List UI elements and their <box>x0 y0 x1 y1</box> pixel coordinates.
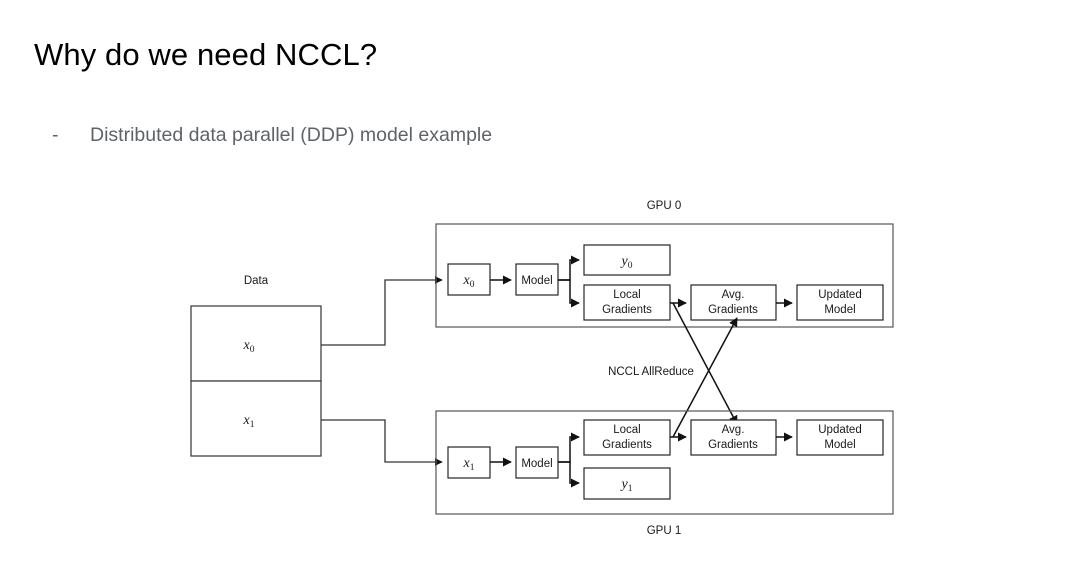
gpu0-avg-gradients-box <box>690 284 777 321</box>
connector-data-to-gpu1 <box>321 419 443 466</box>
connector-data-to-gpu0 <box>321 276 443 346</box>
gpu1-input-box <box>447 446 491 479</box>
gpu1-local-gradients-line2: Gradients <box>602 439 652 451</box>
gpu1-avg-gradients-line2: Gradients <box>708 439 758 451</box>
gpu0-updated-model-box <box>796 284 884 321</box>
gpu0-local-gradients-line2: Gradients <box>602 304 652 316</box>
data-cell-x1 <box>190 380 322 457</box>
gpu1-model-box <box>515 446 559 479</box>
page-title: Why do we need NCCL? <box>34 37 378 72</box>
data-cell-x0 <box>190 305 322 382</box>
gpu1-updated-model-box <box>796 419 884 456</box>
data-cell-x0-label: x0 <box>243 338 255 355</box>
gpu1-output-box <box>583 467 671 500</box>
gpu0-updated-model-line1: Updated <box>818 289 861 301</box>
gpu1-input-label: x1 <box>463 456 475 473</box>
data-source-label: Data <box>244 275 269 287</box>
gpu1-avg-gradients-box <box>690 419 777 456</box>
gpu0-model-box <box>515 263 559 296</box>
gpu0-input-label: x0 <box>463 273 475 290</box>
gpu0-panel <box>435 223 894 328</box>
gpu1-updated-model-line1: Updated <box>818 424 861 436</box>
gpu1-avg-gradients-line1: Avg. <box>722 424 745 436</box>
gpu1-panel <box>435 410 894 515</box>
gpu1-output-label: y1 <box>620 477 633 494</box>
data-cell-x1-label: x1 <box>243 413 255 430</box>
allreduce-arrow-gpu0-to-gpu1 <box>672 302 738 425</box>
gpu0-branch-to-gradients <box>558 279 580 308</box>
nccl-allreduce-label: NCCL AllReduce <box>608 366 694 378</box>
gpu1-title: GPU 1 <box>647 525 682 537</box>
bullet-item: - Distributed data parallel (DDP) model … <box>52 122 492 148</box>
gpu0-avg-gradients-line2: Gradients <box>708 304 758 316</box>
bullet-text: Distributed data parallel (DDP) model ex… <box>90 124 493 146</box>
gpu0-local-gradients-box <box>583 284 671 321</box>
gpu0-output-label: y0 <box>620 254 633 271</box>
gpu1-local-gradients-box <box>583 419 671 456</box>
allreduce-arrow-gpu1-to-gpu0 <box>672 317 738 438</box>
gpu1-branch-to-output <box>558 461 580 488</box>
gpu1-local-gradients-line1: Local <box>613 424 641 436</box>
gpu1-model-label: Model <box>521 458 552 470</box>
gpu0-title: GPU 0 <box>647 200 682 212</box>
gpu0-branch-to-output <box>558 255 580 281</box>
gpu1-branch-to-gradients <box>558 432 580 463</box>
gpu0-model-label: Model <box>521 275 552 287</box>
gpu1-updated-model-line2: Model <box>824 439 855 451</box>
bullet-marker: - <box>52 124 59 146</box>
gpu0-local-gradients-line1: Local <box>613 289 641 301</box>
gpu0-avg-gradients-line1: Avg. <box>722 289 745 301</box>
gpu0-output-box <box>583 244 671 276</box>
gpu0-updated-model-line2: Model <box>824 304 855 316</box>
